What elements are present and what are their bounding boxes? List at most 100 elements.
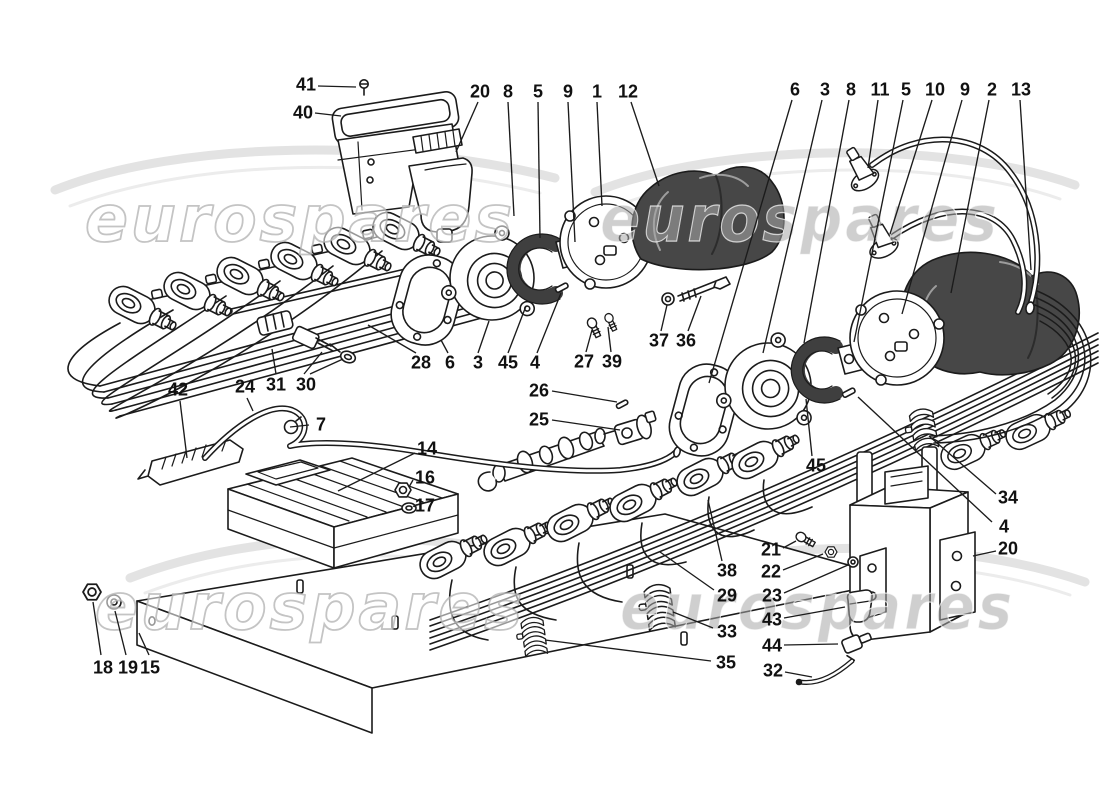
rubber-boot-left	[631, 166, 785, 271]
callout-10: 10	[924, 79, 946, 100]
leader-line-6	[440, 339, 449, 354]
callout-35: 35	[715, 652, 737, 673]
leader-line-29	[659, 551, 715, 591]
leader-line-4	[857, 396, 993, 523]
watermark-text: eurospares	[85, 183, 515, 257]
callout-21: 21	[760, 539, 782, 560]
callout-15: 15	[139, 657, 161, 678]
leader-line-24	[246, 397, 254, 412]
callout-45: 45	[805, 455, 827, 476]
sensor-cable-upper	[869, 136, 1041, 315]
leader-line-38	[707, 499, 723, 562]
callout-5: 5	[900, 79, 912, 100]
leader-line-19	[114, 610, 127, 656]
leader-line-44	[783, 643, 839, 646]
dowel-pin-right	[841, 387, 856, 399]
callout-44: 44	[761, 635, 783, 656]
callout-29: 29	[716, 585, 738, 606]
callout-36: 36	[675, 330, 697, 351]
callout-9: 9	[959, 79, 971, 100]
leader-line-35	[544, 639, 712, 662]
coil-terminal-screw	[847, 556, 859, 568]
leader-line-21	[782, 540, 797, 549]
leader-line-27	[585, 329, 593, 353]
leader-line-3	[477, 320, 490, 354]
watermark-text: eurospares	[95, 571, 525, 645]
leader-line-22	[782, 553, 824, 571]
callout-22: 22	[760, 561, 782, 582]
callout-33: 33	[716, 621, 738, 642]
callout-16: 16	[414, 467, 436, 488]
sensor-cable-lower	[887, 208, 1028, 315]
leader-line-42	[179, 400, 188, 459]
leader-line-32	[784, 671, 813, 678]
distributor-cap-right	[849, 290, 945, 386]
callout-34: 34	[997, 487, 1019, 508]
leader-line-39	[607, 326, 612, 353]
dowel-pin-left	[554, 282, 569, 294]
leader-line-15	[138, 632, 150, 656]
callout-39: 39	[601, 351, 623, 372]
leader-line-36	[687, 295, 702, 332]
ignition-coil	[847, 446, 976, 641]
leader-line-3	[762, 99, 823, 354]
callout-24: 24	[234, 376, 256, 397]
callout-42: 42	[167, 379, 189, 400]
leader-line-12	[630, 101, 660, 187]
plug-wire-loom-lower	[429, 332, 1099, 651]
callout-40: 40	[292, 102, 314, 123]
callout-43: 43	[761, 609, 783, 630]
leader-line-7	[289, 424, 310, 428]
callout-19: 19	[117, 657, 139, 678]
leader-line-45	[805, 398, 813, 457]
leader-line-34	[928, 435, 997, 495]
leader-line-11	[867, 99, 879, 169]
mounting-bolt-left	[661, 276, 731, 306]
callout-4: 4	[529, 352, 541, 373]
drive-coupling	[613, 410, 657, 446]
leader-line-20	[455, 101, 479, 153]
callout-4: 4	[998, 516, 1010, 537]
callout-30: 30	[295, 374, 317, 395]
callout-2: 2	[986, 79, 998, 100]
leader-line-5	[853, 99, 904, 343]
leader-line-40	[314, 112, 342, 117]
leader-line-2	[950, 99, 990, 294]
leader-line-37	[660, 304, 668, 332]
callout-8: 8	[845, 79, 857, 100]
leader-line-25	[551, 419, 621, 431]
coupling-pin	[615, 399, 629, 410]
leader-line-1	[596, 101, 603, 207]
leader-line-9	[901, 99, 963, 315]
callout-7: 7	[315, 414, 327, 435]
leader-line-8	[803, 99, 850, 344]
callout-6: 6	[444, 352, 456, 373]
callout-1: 1	[591, 81, 603, 102]
leader-line-28	[367, 324, 417, 354]
leader-line-41	[317, 85, 357, 88]
leader-line-30	[309, 358, 344, 375]
leader-line-45	[507, 305, 527, 354]
stator-ring-right	[790, 336, 843, 404]
ecu-washer-17	[401, 502, 417, 514]
callout-11: 11	[870, 79, 890, 100]
ignition-control-module	[331, 79, 473, 243]
spark-plug-cap-chain	[103, 206, 447, 341]
callout-8: 8	[502, 81, 514, 102]
plug-cap-row-lower	[414, 399, 1077, 641]
leader-line-23	[783, 564, 849, 594]
callout-6: 6	[789, 79, 801, 100]
callout-41: 41	[295, 74, 317, 95]
leader-line-33	[672, 611, 714, 629]
callout-23: 23	[761, 585, 783, 606]
callout-20: 20	[469, 81, 491, 102]
callout-20: 20	[997, 538, 1019, 559]
callout-28: 28	[410, 352, 432, 373]
callout-14: 14	[416, 438, 438, 459]
leader-line-26	[551, 390, 618, 403]
callout-3: 3	[819, 79, 831, 100]
base-gasket-left	[390, 254, 464, 346]
